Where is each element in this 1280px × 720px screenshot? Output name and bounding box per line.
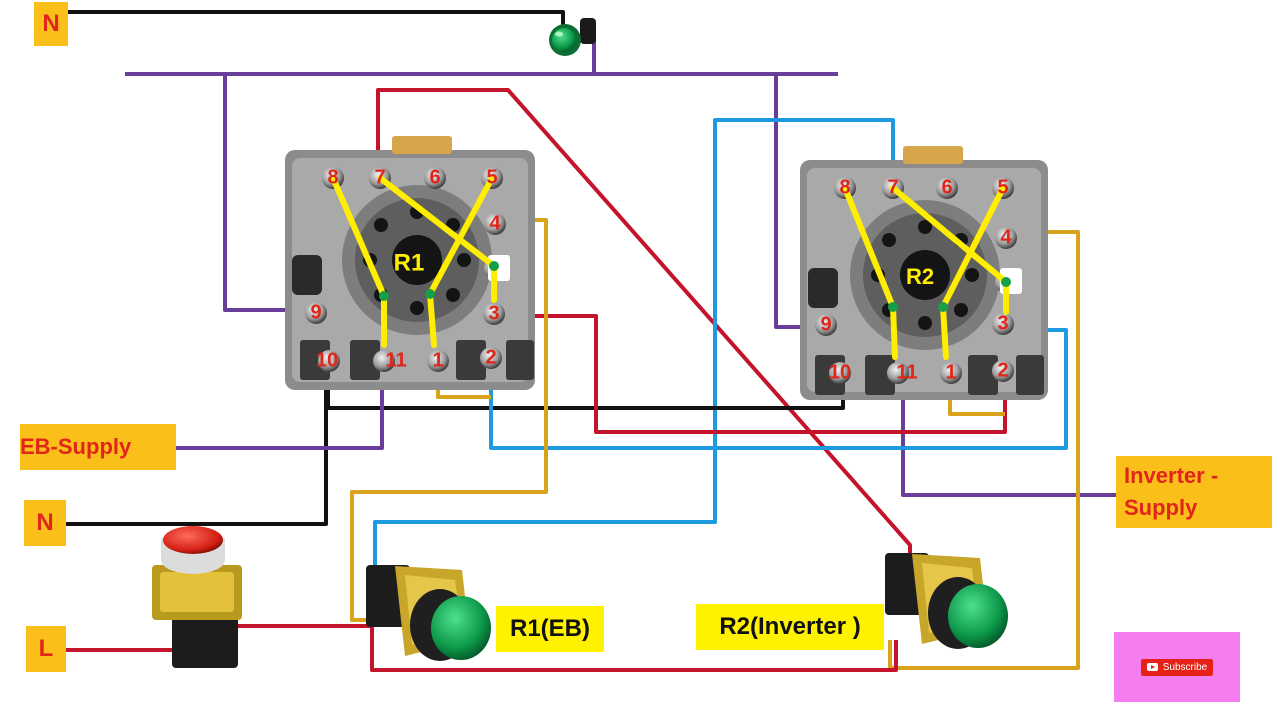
r1-pin-7: 7 (374, 166, 385, 188)
r1-pin-5: 5 (486, 166, 497, 188)
r2-pin-9: 9 (820, 313, 831, 335)
wire-black-n-bottom (66, 380, 328, 526)
r1-button-label: R1(EB) (496, 606, 604, 652)
relay-r2-base (800, 146, 1048, 400)
eb-supply-label: EB-Supply (20, 424, 176, 470)
youtube-play-icon (1146, 663, 1158, 671)
relay-r1-links (330, 175, 497, 348)
r2-pin-7: 7 (887, 176, 898, 198)
r1-pin-11: 11 (385, 349, 406, 371)
relay-r2-name: R2 (906, 264, 934, 289)
relay-r2-pin-labels: 8 7 6 5 4 3 9 10 11 1 2 (820, 176, 1012, 383)
wire-red-r1-3 (505, 314, 1007, 434)
subscribe-button[interactable]: Subscribe (1140, 658, 1214, 676)
r1-pin-4: 4 (489, 212, 501, 234)
r2-pin-8: 8 (839, 176, 850, 198)
r1-pin-3: 3 (488, 302, 499, 324)
relay-r1-name: R1 (394, 249, 425, 276)
r1-pin-2: 2 (485, 346, 496, 368)
wire-stop-r1btn (238, 624, 898, 672)
subscribe-label: Subscribe (1162, 661, 1208, 673)
r1-pin-8: 8 (327, 166, 338, 188)
wire-neutral-top (68, 10, 565, 30)
r2-pin-6: 6 (941, 176, 952, 198)
r1-pin-9: 9 (310, 301, 321, 323)
wire-gold-r2-4 (888, 230, 1080, 670)
wire-eb-supply (176, 370, 384, 450)
wire-red-top (376, 88, 912, 560)
r1-pin-1: 1 (432, 349, 443, 371)
r2-pin-11: 11 (896, 361, 917, 383)
wire-gold-r1-4 (350, 218, 548, 622)
wire-inverter-supply (901, 383, 1116, 497)
stop-button-icon (152, 526, 242, 668)
r2-button-label: R2(Inverter ) (696, 604, 884, 650)
wires (66, 10, 1116, 672)
neutral-top-label: N (34, 2, 68, 46)
r2-pin-3: 3 (997, 312, 1008, 334)
wire-blue-r1-2 (489, 328, 1068, 450)
indicator-lamp-icon (549, 18, 596, 56)
r2-pin-5: 5 (997, 176, 1008, 198)
inverter-supply-label: Inverter - Supply (1116, 456, 1272, 528)
relay-r2-nodes (888, 277, 1011, 312)
r2-pin-2: 2 (997, 359, 1008, 381)
r2-pin-10: 10 (829, 361, 851, 383)
r1-start-button-icon (366, 565, 491, 661)
r2-pin-1: 1 (945, 361, 956, 383)
wire-purple-r1-9 (223, 74, 306, 312)
neutral-bottom-label: N (24, 500, 66, 546)
r2-pin-4: 4 (1000, 226, 1012, 248)
live-label: L (26, 626, 66, 672)
relay-r1-pin-labels: 8 7 6 5 4 3 9 10 11 1 2 (310, 166, 501, 371)
wire-blue-r2-7 (373, 118, 895, 570)
r1-pin-6: 6 (429, 166, 440, 188)
r2-start-button-icon (885, 553, 1008, 649)
r1-pin-10: 10 (316, 349, 338, 371)
relay-r1-nodes (379, 261, 499, 301)
subscribe-panel: Subscribe (1114, 632, 1240, 702)
